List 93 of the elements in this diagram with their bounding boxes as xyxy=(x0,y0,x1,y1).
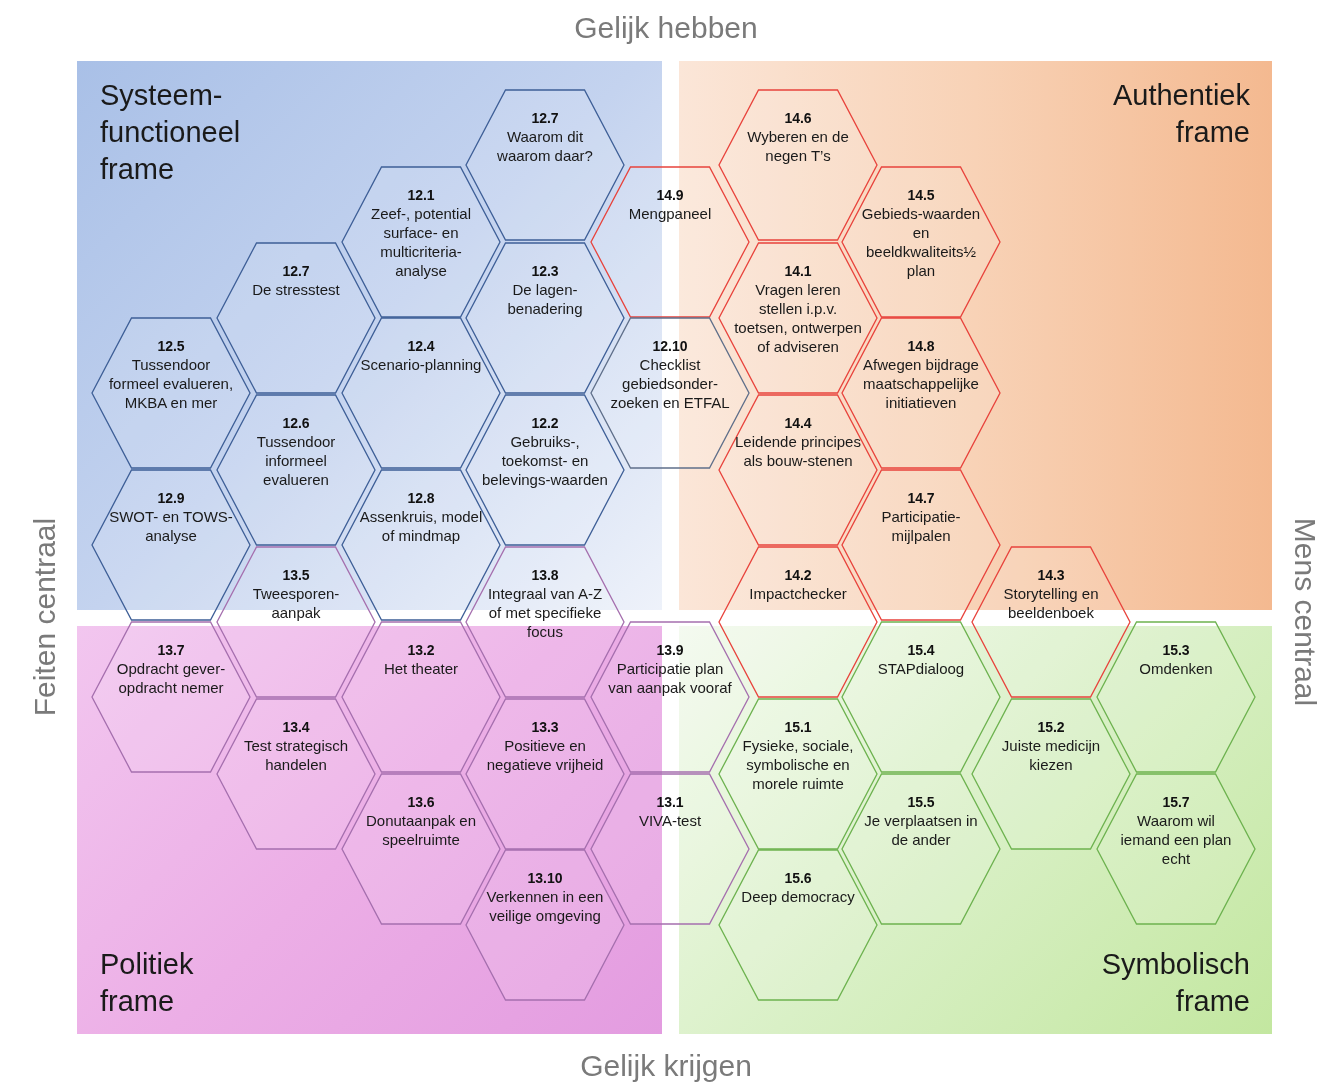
tile-text: Test strategisch handelen xyxy=(242,736,350,774)
tile-text: Verkennen in een veilige omgeving xyxy=(485,887,605,925)
tile-text: Mengpaneel xyxy=(627,204,713,223)
tile-number: 14.4 xyxy=(783,414,813,432)
tile-text: Participatie-mijlpalen xyxy=(880,507,962,545)
tile-text: Positieve en negatieve vrijheid xyxy=(485,736,605,774)
hexagon-tile xyxy=(718,698,878,850)
tile-text: Tussendoor informeel evalueren xyxy=(255,432,337,489)
tile-number: 13.4 xyxy=(281,718,311,736)
tile-text: Gebruiks-, toekomst- en belevings-waarden xyxy=(481,432,609,489)
hexagon-tile xyxy=(1096,773,1256,925)
tile-number: 13.10 xyxy=(526,869,564,887)
hexagon-tile xyxy=(91,469,251,621)
tile-number: 13.9 xyxy=(655,641,685,659)
tile-text: Waarom dit waarom daar? xyxy=(496,127,594,165)
tile-number: 12.3 xyxy=(530,262,560,280)
tile-number: 14.9 xyxy=(655,186,685,204)
frame-title: Symbolisch frame xyxy=(1100,947,1250,1019)
tile-number: 14.8 xyxy=(906,337,936,355)
tile-number: 14.5 xyxy=(906,186,936,204)
hexagon-tile xyxy=(91,317,251,469)
tile-text: Vragen leren stellen i.p.v. toetsen, ontwerpen of adviseren xyxy=(734,280,862,356)
tile-text: Impactchecker xyxy=(748,584,848,603)
tile-text: Omdenken xyxy=(1138,659,1214,678)
tile-text: Wyberen en de negen T’s xyxy=(746,127,850,165)
frame-title: Politiek frame xyxy=(100,947,195,1019)
tile-number: 15.1 xyxy=(783,718,813,736)
tile-text: Opdracht gever-opdracht nemer xyxy=(115,659,227,697)
tile-text: Het theater xyxy=(382,659,460,678)
tile-text: Waarom wil iemand een plan echt xyxy=(1119,811,1233,868)
tile-number: 13.1 xyxy=(655,793,685,811)
frame-title: Authentiek frame xyxy=(1111,78,1250,150)
tile-number: 12.10 xyxy=(651,337,689,355)
tile-number: 12.5 xyxy=(156,337,186,355)
tile-text: Zeef-, potential surface- en multicriteria-analyse xyxy=(369,204,473,280)
tile-number: 15.2 xyxy=(1036,718,1066,736)
tile-number: 12.7 xyxy=(530,109,560,127)
tile-number: 12.4 xyxy=(406,337,436,355)
tile-number: 15.6 xyxy=(783,869,813,887)
hexagon-tile xyxy=(341,166,501,318)
tile-number: 15.3 xyxy=(1161,641,1191,659)
hexagon-tile xyxy=(718,849,878,1001)
axis-label: Gelijk krijgen xyxy=(580,1049,752,1083)
axis-label: Gelijk hebben xyxy=(574,11,758,45)
tile-text: Juiste medicijn kiezen xyxy=(1000,736,1102,774)
tile-number: 15.4 xyxy=(906,641,936,659)
tile-number: 13.2 xyxy=(406,641,436,659)
tile-text: Afwegen bijdrage maatschappelijke initiatieven xyxy=(862,355,980,412)
tile-text: Je verplaatsen in de ander xyxy=(863,811,979,849)
tile-number: 14.7 xyxy=(906,489,936,507)
hexagon-tile xyxy=(841,166,1001,318)
tile-number: 12.2 xyxy=(530,414,560,432)
tile-text: De lagen-benadering xyxy=(506,280,584,318)
tile-text: Gebieds-waarden en beeldkwaliteits½ plan xyxy=(860,204,982,280)
tile-number: 12.7 xyxy=(281,262,311,280)
tile-text: Donutaanpak en speelruimte xyxy=(364,811,478,849)
tile-text: Tweesporen-aanpak xyxy=(251,584,341,622)
tile-text: Scenario-planning xyxy=(359,355,483,374)
tile-text: Deep democracy xyxy=(740,887,856,906)
tile-number: 13.8 xyxy=(530,566,560,584)
tile-number: 14.2 xyxy=(783,566,813,584)
tile-number: 14.3 xyxy=(1036,566,1066,584)
tile-text: Participatie plan van aanpak vooraf xyxy=(607,659,733,697)
tile-text: STAPdialoog xyxy=(876,659,966,678)
hexagon-tile xyxy=(465,849,625,1001)
tile-text: VIVA-test xyxy=(637,811,703,830)
tile-number: 12.1 xyxy=(406,186,436,204)
tile-number: 14.6 xyxy=(783,109,813,127)
hexagon-tile xyxy=(971,546,1131,698)
tile-text: Leidende principes als bouw-stenen xyxy=(734,432,862,470)
tile-number: 13.6 xyxy=(406,793,436,811)
axis-label: Feiten centraal xyxy=(28,517,62,717)
tile-number: 14.1 xyxy=(783,262,813,280)
tile-number: 12.8 xyxy=(406,489,436,507)
frame-title: Systeem- functioneel frame xyxy=(100,78,242,187)
tile-number: 15.5 xyxy=(906,793,936,811)
tile-text: Assenkruis, model of mindmap xyxy=(358,507,484,545)
tile-text: Checklist gebiedsonder-zoeken en ETFAL xyxy=(609,355,731,412)
tile-text: De stresstest xyxy=(251,280,341,299)
tile-text: Integraal van A-Z of met specifieke focus xyxy=(486,584,604,641)
tile-number: 12.9 xyxy=(156,489,186,507)
hexagon-tile xyxy=(341,317,501,469)
tile-text: SWOT- en TOWS-analyse xyxy=(108,507,234,545)
tile-number: 12.6 xyxy=(281,414,311,432)
axis-label: Mens centraal xyxy=(1288,517,1322,707)
tile-number: 13.7 xyxy=(156,641,186,659)
tile-text: Storytelling en beeldenboek xyxy=(1002,584,1100,622)
tile-text: Fysieke, sociale, symbolische en morele ruimte xyxy=(741,736,855,793)
tile-number: 15.7 xyxy=(1161,793,1191,811)
tile-number: 13.5 xyxy=(281,566,311,584)
tile-number: 13.3 xyxy=(530,718,560,736)
tile-text: Tussendoor formeel evalueren, MKBA en mer xyxy=(107,355,235,412)
hexagon-tile xyxy=(590,166,750,318)
